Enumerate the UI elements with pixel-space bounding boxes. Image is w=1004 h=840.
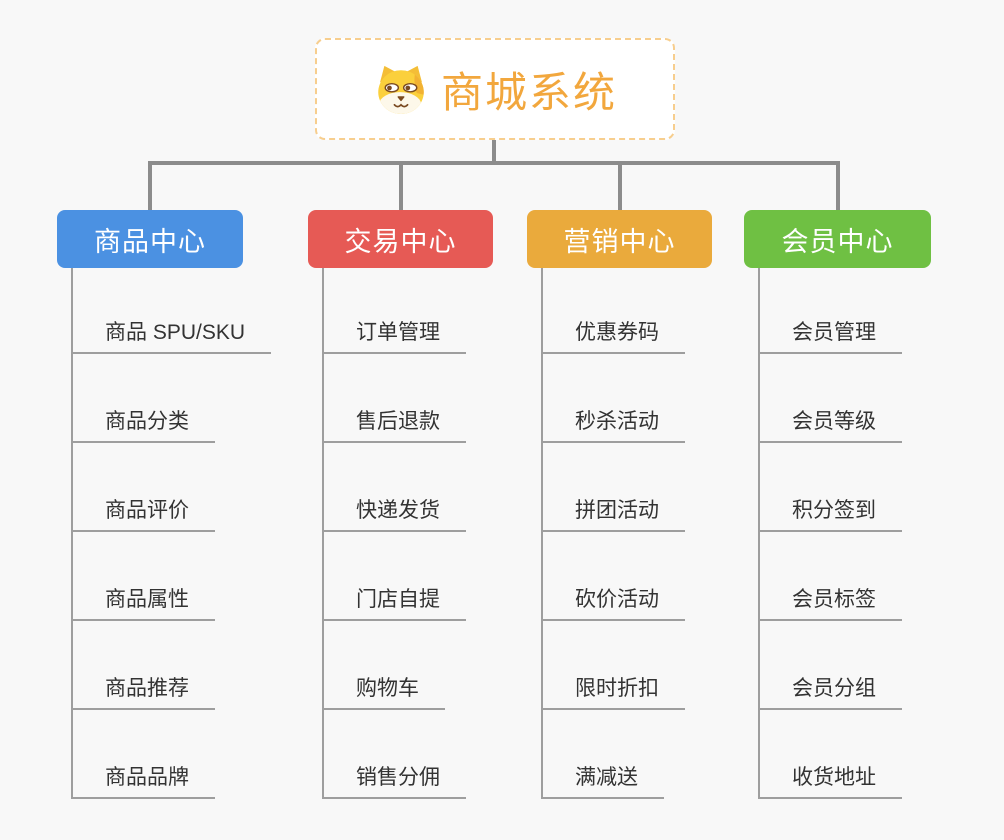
connector-branch-drop (398, 163, 403, 210)
branch-label: 交易中心 (344, 226, 457, 257)
leaf-label: 商品属性 (105, 588, 189, 611)
connector-branch-trunk (322, 268, 324, 799)
leaf-item[interactable]: 销售分佣 (322, 753, 466, 799)
leaf-label: 商品 SPU/SKU (105, 321, 246, 344)
branch-node-product-center[interactable]: 商品中心 (57, 210, 243, 268)
leaf-item[interactable]: 商品品牌 (71, 753, 215, 799)
leaf-label: 快递发货 (356, 499, 440, 522)
connector-branch-trunk (541, 268, 543, 799)
leaf-label: 会员标签 (792, 588, 876, 611)
branch-label: 商品中心 (94, 226, 206, 257)
leaf-label: 商品推荐 (105, 677, 189, 700)
leaf-item[interactable]: 购物车 (322, 664, 445, 710)
leaf-item[interactable]: 满减送 (541, 753, 664, 799)
leaf-label: 收货地址 (792, 766, 876, 789)
connector-branch-trunk (758, 268, 760, 799)
leaf-label: 拼团活动 (575, 499, 659, 522)
branch-label: 会员中心 (781, 226, 894, 257)
leaf-label: 满减送 (575, 766, 638, 789)
leaf-label: 砍价活动 (575, 588, 659, 611)
leaf-label: 优惠券码 (575, 321, 659, 344)
leaf-label: 秒杀活动 (575, 410, 659, 433)
connector-root-stub (492, 140, 496, 163)
leaf-item[interactable]: 商品推荐 (71, 664, 215, 710)
leaf-item[interactable]: 优惠券码 (541, 308, 685, 354)
leaf-label: 商品分类 (105, 410, 189, 433)
leaf-label: 销售分佣 (356, 766, 440, 789)
connector-bus (148, 161, 840, 165)
leaf-item[interactable]: 商品 SPU/SKU (71, 308, 272, 354)
connector-branch-drop (148, 163, 152, 210)
branch-node-member-center[interactable]: 会员中心 (744, 210, 931, 268)
leaf-label: 商品评价 (105, 499, 189, 522)
leaf-item[interactable]: 限时折扣 (541, 664, 685, 710)
leaf-item[interactable]: 订单管理 (322, 308, 466, 354)
leaf-item[interactable]: 积分签到 (758, 486, 902, 532)
connector-branch-drop (617, 163, 622, 210)
leaf-item[interactable]: 售后退款 (322, 397, 466, 443)
dog-face-icon (373, 63, 429, 116)
leaf-label: 会员分组 (792, 677, 876, 700)
leaf-label: 售后退款 (356, 410, 440, 433)
leaf-label: 会员管理 (792, 321, 876, 344)
leaf-item[interactable]: 商品属性 (71, 575, 215, 621)
leaf-item[interactable]: 商品评价 (71, 486, 215, 532)
leaf-item[interactable]: 秒杀活动 (541, 397, 685, 443)
leaf-label: 订单管理 (356, 321, 440, 344)
leaf-label: 商品品牌 (105, 766, 189, 789)
root-node-label: 商城系统 (440, 68, 617, 116)
branch-label: 营销中心 (563, 226, 676, 257)
branch-node-marketing-center[interactable]: 营销中心 (527, 210, 712, 268)
leaf-label: 会员等级 (792, 410, 876, 433)
leaf-label: 购物车 (356, 677, 419, 700)
leaf-item[interactable]: 收货地址 (758, 753, 902, 799)
leaf-item[interactable]: 会员管理 (758, 308, 902, 354)
leaf-item[interactable]: 会员等级 (758, 397, 902, 443)
root-node-mall-system[interactable]: 商城系统 (315, 38, 675, 140)
leaf-item[interactable]: 会员标签 (758, 575, 902, 621)
leaf-item[interactable]: 快递发货 (322, 486, 466, 532)
connector-branch-drop (835, 163, 840, 210)
connector-branch-trunk (71, 268, 73, 799)
leaf-label: 门店自提 (356, 588, 440, 611)
leaf-item[interactable]: 门店自提 (322, 575, 466, 621)
leaf-label: 积分签到 (792, 499, 876, 522)
leaf-label: 限时折扣 (575, 677, 659, 700)
leaf-item[interactable]: 砍价活动 (541, 575, 685, 621)
leaf-item[interactable]: 商品分类 (71, 397, 215, 443)
leaf-item[interactable]: 拼团活动 (541, 486, 685, 532)
leaf-item[interactable]: 会员分组 (758, 664, 902, 710)
branch-node-trade-center[interactable]: 交易中心 (308, 210, 493, 268)
